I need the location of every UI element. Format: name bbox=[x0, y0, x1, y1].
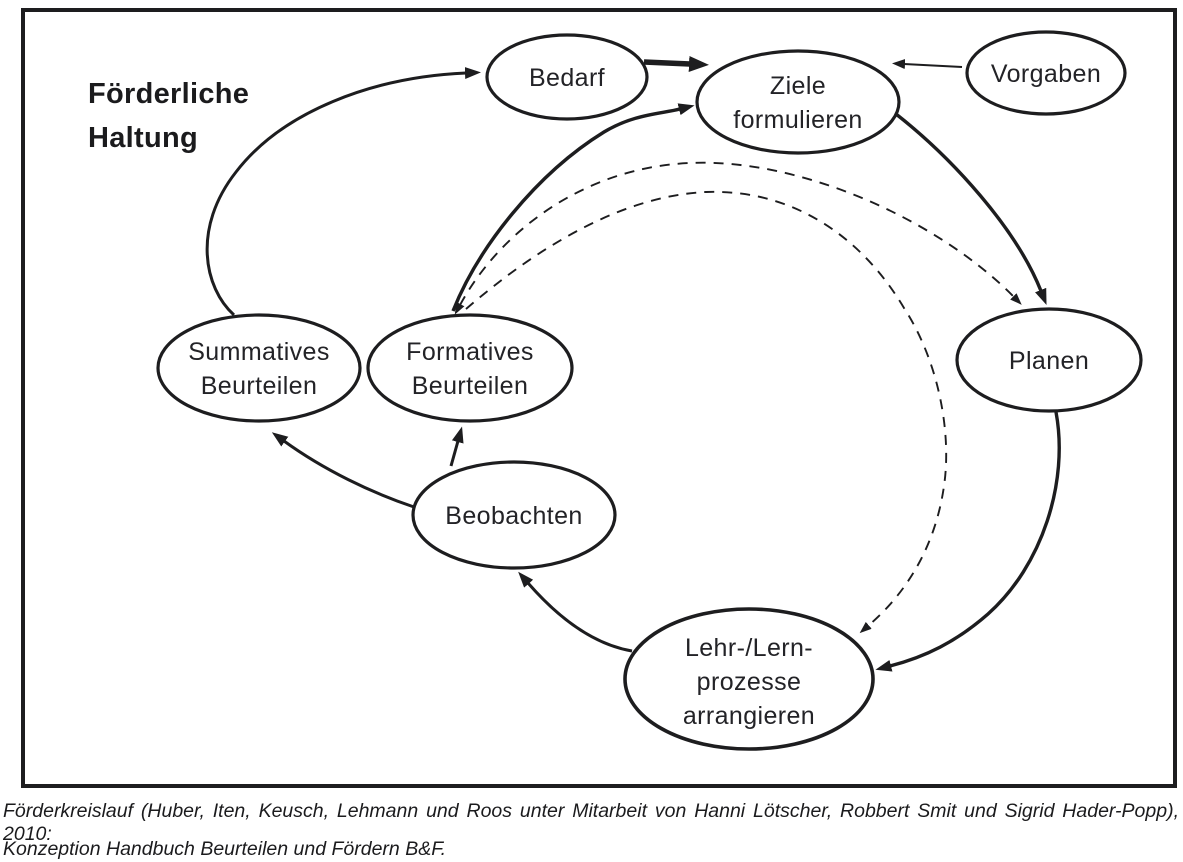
foerderkreislauf-diagram: Förderliche Haltung Bedarf Ziele formuli… bbox=[21, 8, 1177, 788]
edge-dashed-formatives-planen bbox=[454, 161, 1022, 315]
edge-ziele-to-planen bbox=[894, 112, 1047, 305]
node-bedarf-ellipse bbox=[485, 33, 649, 121]
edge-beobachten-to-summatives bbox=[271, 432, 415, 509]
figure-caption-line1: Förderkreislauf (Huber, Iten, Keusch, Le… bbox=[3, 800, 1179, 845]
edge-summatives-to-bedarf bbox=[205, 67, 481, 317]
node-summatives-label-line2: Beurteilen bbox=[201, 372, 318, 400]
node-summatives-beurteilen-ellipse bbox=[156, 313, 362, 423]
edge-bedarf-to-ziele bbox=[643, 55, 709, 72]
node-ziele-formulieren-ellipse bbox=[695, 49, 901, 155]
node-vorgaben-label: Vorgaben bbox=[991, 60, 1101, 88]
node-lehr-lernprozesse-label-line2: prozesse bbox=[697, 668, 802, 696]
node-formatives-label-line2: Beurteilen bbox=[412, 372, 529, 400]
node-formatives-label-line1: Formatives bbox=[406, 338, 534, 366]
node-planen-label: Planen bbox=[1009, 347, 1089, 375]
node-vorgaben-ellipse bbox=[965, 30, 1127, 116]
edge-lehr-lernprozesse-to-beobachten bbox=[518, 571, 633, 653]
node-beobachten-ellipse bbox=[411, 460, 617, 570]
attitude-label-line1: Förderliche bbox=[88, 78, 249, 110]
node-beobachten-label: Beobachten bbox=[445, 502, 582, 530]
node-lehr-lernprozesse-label-line3: arrangieren bbox=[683, 702, 815, 730]
node-lehr-lernprozesse-label-line1: Lehr-/Lern- bbox=[685, 634, 813, 662]
edge-planen-to-lehr-lernprozesse bbox=[875, 411, 1061, 672]
edge-dashed-formatives-lehr-lernprozesse bbox=[465, 191, 948, 634]
attitude-label-line2: Haltung bbox=[88, 122, 198, 154]
node-ziele-label-line2: formulieren bbox=[733, 106, 862, 134]
figure-frame bbox=[21, 8, 1177, 788]
edge-vorgaben-to-ziele bbox=[892, 59, 963, 70]
node-formatives-beurteilen-ellipse bbox=[366, 313, 574, 423]
node-ziele-label-line1: Ziele bbox=[770, 72, 826, 100]
figure-caption-line2: Konzeption Handbuch Beurteilen und Förde… bbox=[3, 838, 447, 860]
node-lehr-lernprozesse-ellipse bbox=[623, 607, 875, 751]
node-summatives-label-line1: Summatives bbox=[188, 338, 330, 366]
edge-beobachten-to-formatives bbox=[449, 426, 464, 467]
node-bedarf-label: Bedarf bbox=[529, 64, 605, 92]
node-planen-ellipse bbox=[955, 307, 1143, 413]
edge-formatives-to-ziele bbox=[451, 103, 695, 312]
